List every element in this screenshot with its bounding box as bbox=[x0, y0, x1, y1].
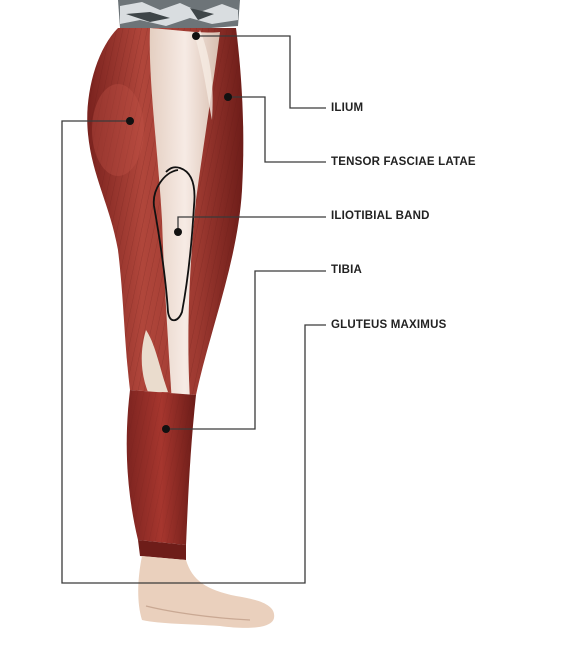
leader-line-tensor-fasciae-latae bbox=[228, 96, 326, 163]
dot-gluteus-maximus bbox=[126, 117, 134, 125]
label-iliotibial-band: ILIOTIBIAL BAND bbox=[331, 210, 430, 222]
foot bbox=[138, 556, 275, 628]
lower-leg bbox=[126, 390, 196, 560]
dot-tibia bbox=[162, 425, 170, 433]
dot-tensor-fasciae-latae bbox=[224, 93, 232, 101]
leader-line-gluteus-maximus bbox=[61, 120, 326, 584]
leader-line-tibia bbox=[166, 270, 326, 430]
label-tensor-fasciae-latae: TENSOR FASCIAE LATAE bbox=[331, 156, 476, 168]
label-ilium: ILIUM bbox=[331, 102, 364, 114]
leader-lines bbox=[61, 35, 326, 584]
dot-ilium bbox=[192, 32, 200, 40]
shorts bbox=[118, 0, 240, 30]
label-gluteus-maximus: GLUTEUS MAXIMUS bbox=[331, 319, 447, 331]
leader-line-ilium bbox=[196, 35, 326, 109]
leader-line-iliotibial-band bbox=[177, 216, 326, 232]
label-tibia: TIBIA bbox=[331, 264, 363, 276]
leader-dots bbox=[126, 32, 232, 433]
dot-iliotibial-band bbox=[174, 228, 182, 236]
hand-drawn-outline bbox=[152, 166, 196, 322]
